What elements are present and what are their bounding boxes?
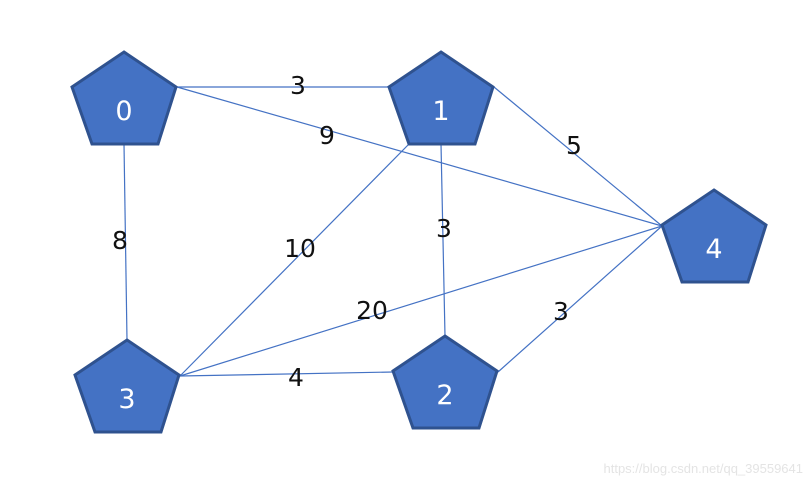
edge-weight-label: 3 <box>553 297 569 326</box>
node-0: 0 <box>70 50 178 146</box>
node-label: 1 <box>432 96 449 127</box>
edge-1-3 <box>179 143 410 377</box>
edge-1-4 <box>493 86 663 227</box>
node-label: 3 <box>118 384 135 415</box>
node-1: 1 <box>387 50 495 146</box>
edge-weight-label: 3 <box>290 71 306 100</box>
edge-weight-label: 8 <box>112 226 128 255</box>
edge-weight-label: 3 <box>436 214 452 243</box>
edge-1-2 <box>440 143 446 337</box>
node-label: 2 <box>436 380 453 411</box>
edge-weight-label: 10 <box>284 234 316 263</box>
node-label: 0 <box>115 96 132 127</box>
pentagon-node-shape <box>70 50 178 146</box>
node-4: 4 <box>660 188 768 284</box>
pentagon-node-shape <box>660 188 768 284</box>
node-2: 2 <box>391 334 499 430</box>
node-3: 3 <box>73 338 181 434</box>
edge-0-3 <box>123 143 128 341</box>
edge-weight-label: 9 <box>319 121 335 150</box>
pentagon-node-shape <box>391 334 499 430</box>
edge-3-4 <box>179 225 663 377</box>
pentagon-node-shape <box>73 338 181 434</box>
pentagon-node-shape <box>387 50 495 146</box>
node-label: 4 <box>705 234 722 265</box>
edge-weight-label: 4 <box>288 363 304 392</box>
edge-weight-label: 20 <box>356 296 388 325</box>
edge-3-2 <box>179 371 394 377</box>
edge-2-4 <box>497 225 663 373</box>
edge-0-4 <box>176 86 663 227</box>
watermark: https://blog.csdn.net/qq_39559641 <box>603 461 804 476</box>
edge-weight-label: 5 <box>566 131 582 160</box>
